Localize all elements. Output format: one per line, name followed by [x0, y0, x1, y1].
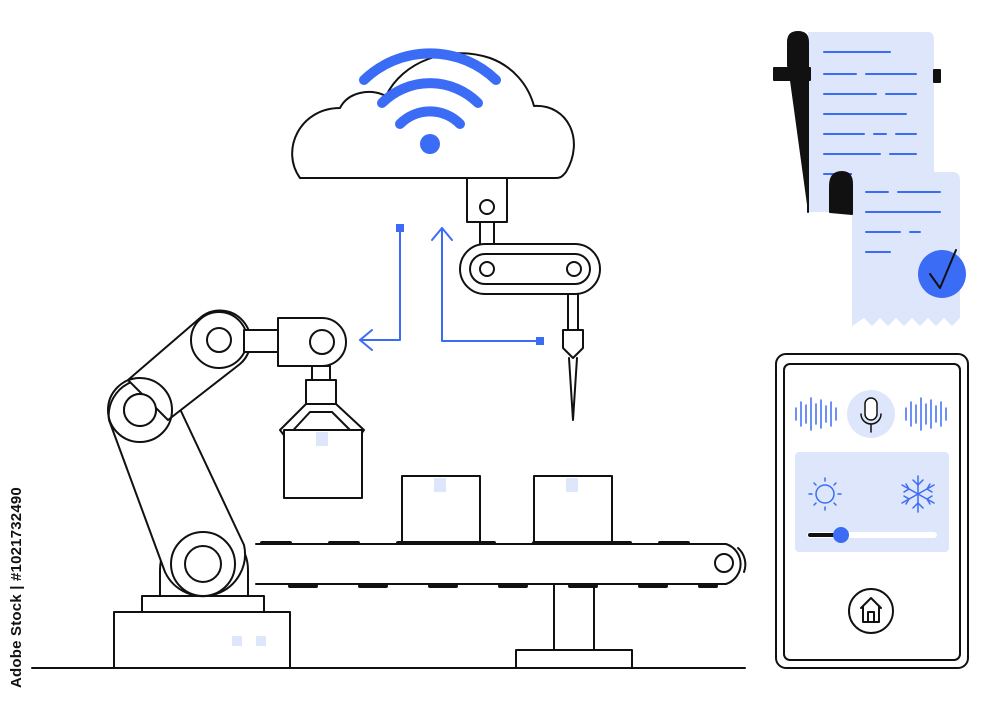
climate-panel — [795, 452, 949, 552]
voice-waveform — [795, 397, 947, 431]
checkmark-icon — [918, 249, 966, 298]
robotic-arm-icon — [107, 309, 347, 669]
box-icon — [533, 475, 613, 543]
snowflake-icon[interactable] — [901, 475, 935, 513]
receipt-icon — [829, 171, 960, 326]
slider-thumb[interactable] — [833, 527, 849, 543]
home-icon[interactable] — [848, 588, 894, 634]
sun-icon[interactable] — [808, 477, 842, 511]
slider-icon[interactable] — [807, 527, 937, 543]
drill-arm-icon — [459, 177, 601, 421]
microphone-icon[interactable] — [847, 390, 895, 438]
stock-id-label: Adobe Stock | #1021732490 — [8, 487, 25, 688]
data-flow-arrows — [359, 224, 544, 351]
wifi-icon — [359, 48, 501, 154]
box-icon — [401, 475, 481, 543]
conveyor-belt-icon — [255, 541, 747, 669]
receipt-icon — [773, 31, 941, 213]
box-icon — [283, 429, 363, 499]
